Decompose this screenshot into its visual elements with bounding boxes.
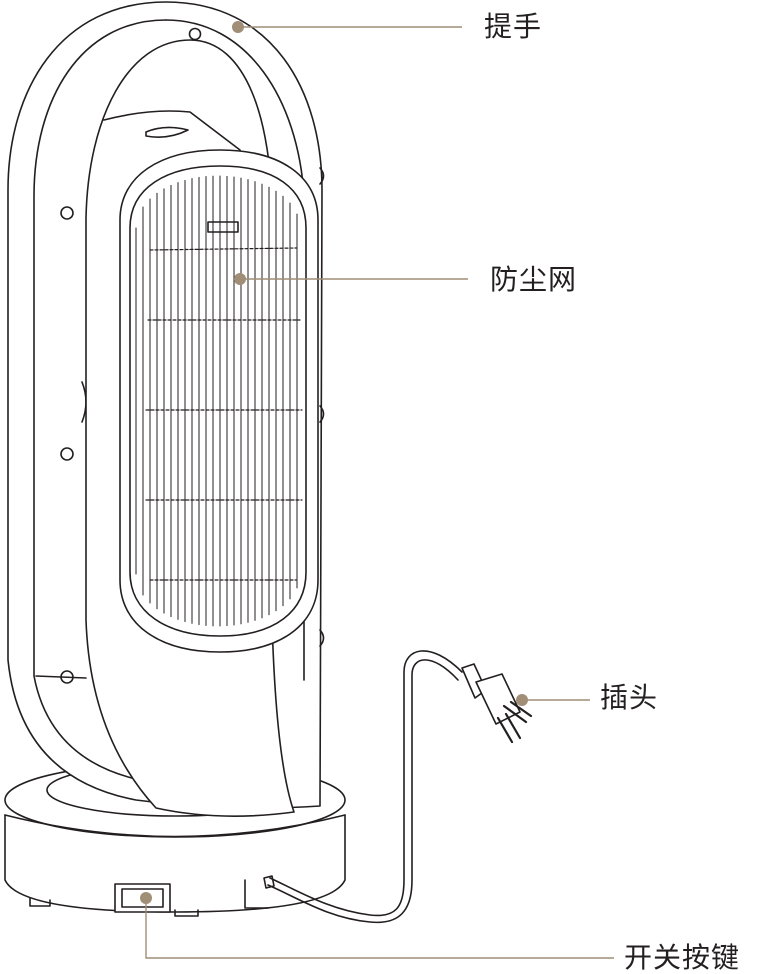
label-dust-filter: 防尘网 [490, 263, 578, 296]
power-cord [263, 650, 463, 924]
dust-filter-grill [135, 175, 298, 627]
leader-dot-plug [516, 694, 528, 706]
label-plug: 插头 [600, 681, 659, 714]
filter-housing [119, 149, 319, 653]
leader-dot-dust-filter [234, 273, 246, 285]
plug [461, 663, 533, 744]
leader-dot-power-switch [140, 892, 152, 904]
label-power-switch: 开关按键 [624, 941, 741, 974]
callout-leaders [140, 21, 614, 959]
label-handle: 提手 [484, 10, 543, 43]
leader-power-switch [145, 898, 614, 959]
leader-dot-handle [232, 21, 244, 33]
